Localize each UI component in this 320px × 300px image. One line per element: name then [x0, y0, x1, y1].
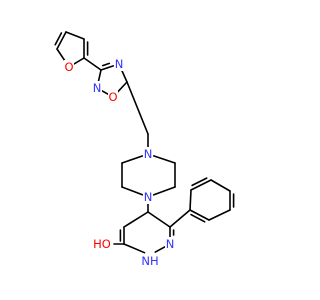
single-bond — [83, 57, 102, 71]
pyridazine-n-label: N — [166, 237, 175, 251]
single-bond — [97, 69, 102, 83]
single-bond — [56, 48, 67, 63]
double-bond-secondary — [190, 213, 206, 223]
hydroxyl-backdrop — [93, 237, 111, 251]
single-bond — [152, 155, 176, 164]
piperazine-n-bottom-label: N — [144, 190, 153, 204]
single-bond — [65, 31, 85, 40]
single-bond — [169, 209, 191, 228]
single-bond — [121, 155, 144, 164]
single-bond — [116, 81, 128, 94]
single-bond — [123, 211, 149, 228]
double-bond-secondary — [54, 32, 63, 46]
bond-layer — [54, 31, 235, 254]
piperazine-n-bottom-backdrop — [143, 190, 153, 204]
single-bond — [121, 186, 144, 196]
oxadiazole-n3-label: N — [115, 57, 124, 71]
furan-oxygen-backdrop — [64, 60, 74, 74]
single-bond — [126, 81, 149, 135]
double-bond-primary — [189, 209, 210, 221]
oxadiazole-n3-backdrop — [114, 57, 124, 71]
oxadiazole-oxygen-label: O — [108, 90, 117, 104]
double-bond-secondary — [191, 177, 208, 187]
pyridazine-n-backdrop — [165, 237, 175, 251]
hydroxyl-label: HO — [93, 237, 111, 251]
single-bond — [154, 246, 166, 253]
single-bond — [152, 186, 176, 196]
pyridazine-nh-label: NH — [141, 254, 158, 268]
pyridazine-nh-backdrop — [141, 254, 159, 268]
double-bond-primary — [190, 179, 212, 191]
single-bond — [120, 68, 128, 83]
oxadiazole-oxygen-backdrop — [108, 90, 118, 104]
single-bond — [208, 209, 231, 221]
piperazine-n-top-label: N — [144, 147, 153, 161]
double-bond-primary — [56, 31, 67, 50]
single-bond — [73, 57, 85, 65]
single-bond — [147, 211, 171, 228]
oxadiazole-n2-backdrop — [92, 81, 102, 95]
single-bond — [210, 179, 231, 192]
oxadiazole-n2-label: N — [93, 81, 102, 95]
single-bond — [123, 243, 146, 254]
double-bond-primary — [100, 65, 115, 71]
piperazine-n-top-backdrop — [143, 147, 153, 161]
double-bond-secondary — [101, 62, 111, 67]
single-bond — [189, 189, 192, 211]
single-bond — [101, 90, 109, 95]
furan-oxygen-label: O — [64, 60, 73, 74]
